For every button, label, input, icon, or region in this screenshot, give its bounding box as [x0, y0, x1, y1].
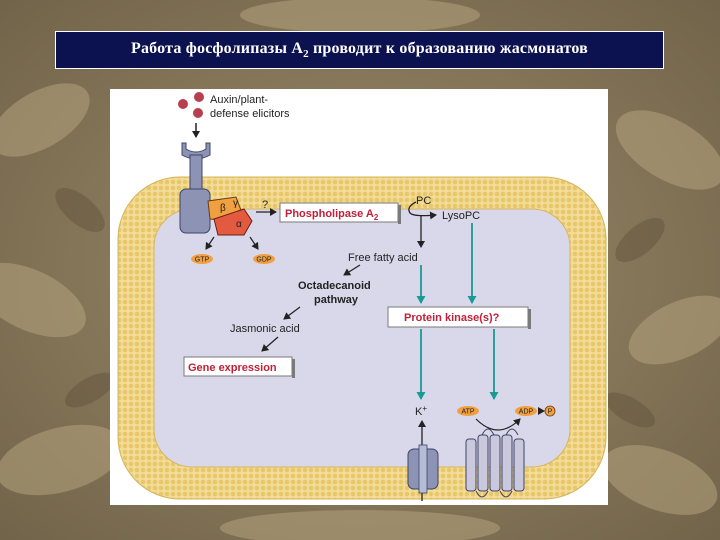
atp-hydrolysis-arrow: [475, 418, 521, 431]
elicitor-molecules: [178, 92, 204, 118]
ffa-to-octadecanoid-arrow: [343, 264, 361, 276]
free-fatty-acid-label: Free fatty acid: [348, 252, 418, 264]
alpha-subunit: α: [236, 219, 242, 230]
phospholipase-label: Phospholipase A2: [285, 208, 379, 222]
ja-to-gene-arrow: [261, 336, 279, 352]
atp-label: ATP: [461, 409, 474, 416]
elicitors-label-line1: Auxin/plant-: [210, 94, 268, 106]
slide-title: Работа фосфолипазы А2 проводит к образов…: [130, 39, 589, 61]
phosphate-label: P: [548, 409, 553, 416]
protein-kinase-label: Protein kinase(s)?: [404, 312, 500, 324]
g-protein: β γ α: [207, 196, 253, 236]
question-mark: ?: [262, 199, 268, 211]
elicitors-label-line2: defense elicitors: [210, 108, 290, 120]
octadecanoid-label-line1: Octadecanoid: [298, 280, 371, 292]
gdp-badge: [253, 254, 275, 264]
pc-label: PC: [416, 195, 431, 207]
octadecanoid-to-ja-arrow: [283, 306, 301, 320]
gtp-label: GTP: [195, 257, 210, 264]
signaling-diagram: Auxin/plant- defense elicitors β γ α GTP…: [117, 92, 607, 501]
diagram-panel: Auxin/plant- defense elicitors β γ α GTP…: [110, 89, 608, 505]
gdp-arrow: [249, 236, 259, 250]
k-channel: [407, 444, 439, 494]
octadecanoid-label-line2: pathway: [314, 294, 359, 306]
jasmonic-acid-label: Jasmonic acid: [230, 323, 300, 335]
gene-expression-label: Gene expression: [188, 362, 277, 374]
gdp-label: GDP: [256, 257, 272, 264]
k-ion-label: K+: [415, 404, 427, 418]
phosphate-badge: [544, 405, 556, 417]
gtp-arrow: [205, 236, 215, 250]
gtp-badge: [191, 254, 213, 264]
atp-badge: [457, 406, 479, 416]
beta-subunit: β: [220, 203, 226, 214]
lysopc-label: LysoPC: [442, 210, 480, 222]
gamma-subunit: γ: [233, 198, 238, 209]
slide-title-bar: Работа фосфолипазы А2 проводит к образов…: [55, 31, 664, 69]
receptor-protein: [179, 142, 211, 234]
adp-label: ADP: [519, 409, 534, 416]
pc-curve-arrow: [408, 201, 437, 220]
atpase-pump: [465, 428, 525, 498]
adp-badge: [515, 406, 537, 416]
